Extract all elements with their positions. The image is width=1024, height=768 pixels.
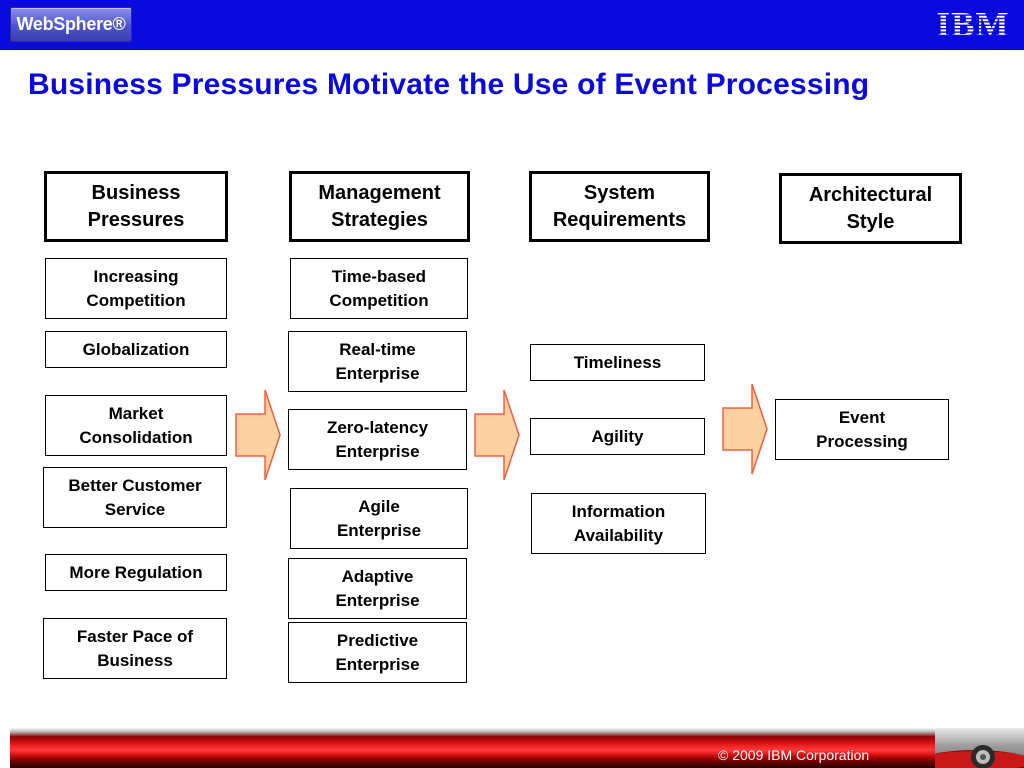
architecture-item: Event Processing: [775, 399, 949, 460]
pressure-item: Increasing Competition: [45, 258, 227, 319]
header-management-strategies: Management Strategies: [289, 171, 470, 242]
requirement-item: Timeliness: [530, 344, 705, 381]
flow-arrow-right-icon: [235, 389, 281, 481]
copyright-text: © 2009 IBM Corporation: [718, 747, 870, 763]
header-architectural-style: Architectural Style: [779, 173, 962, 244]
flow-arrow-right-icon: [722, 383, 768, 475]
requirement-item: Information Availability: [531, 493, 706, 554]
header-business-pressures: Business Pressures: [44, 171, 228, 242]
strategy-item: Predictive Enterprise: [288, 622, 467, 683]
ibm-logo: IBM: [937, 9, 1010, 39]
strategy-item: Real-time Enterprise: [288, 331, 467, 392]
pressure-item: Globalization: [45, 331, 227, 368]
strategy-item: Zero-latency Enterprise: [288, 409, 467, 470]
slide-title: Business Pressures Motivate the Use of E…: [28, 68, 870, 101]
header-system-requirements: System Requirements: [529, 171, 710, 242]
pressure-item: Better Customer Service: [43, 467, 227, 528]
car-image: [935, 728, 1024, 768]
pressure-item: Faster Pace of Business: [43, 618, 227, 679]
pressure-item: Market Consolidation: [45, 395, 227, 456]
footer-bar: [10, 728, 935, 768]
header-bar: [0, 0, 1024, 50]
flow-arrow-right-icon: [474, 389, 520, 481]
strategy-item: Time-based Competition: [290, 258, 468, 319]
requirement-item: Agility: [530, 418, 705, 455]
websphere-logo: WebSphere®: [10, 7, 132, 42]
pressure-item: More Regulation: [45, 554, 227, 591]
ibm-logo-text: IBM: [937, 9, 1010, 39]
car-wheel-icon: [935, 745, 1024, 768]
strategy-item: Agile Enterprise: [290, 488, 468, 549]
strategy-item: Adaptive Enterprise: [288, 558, 467, 619]
